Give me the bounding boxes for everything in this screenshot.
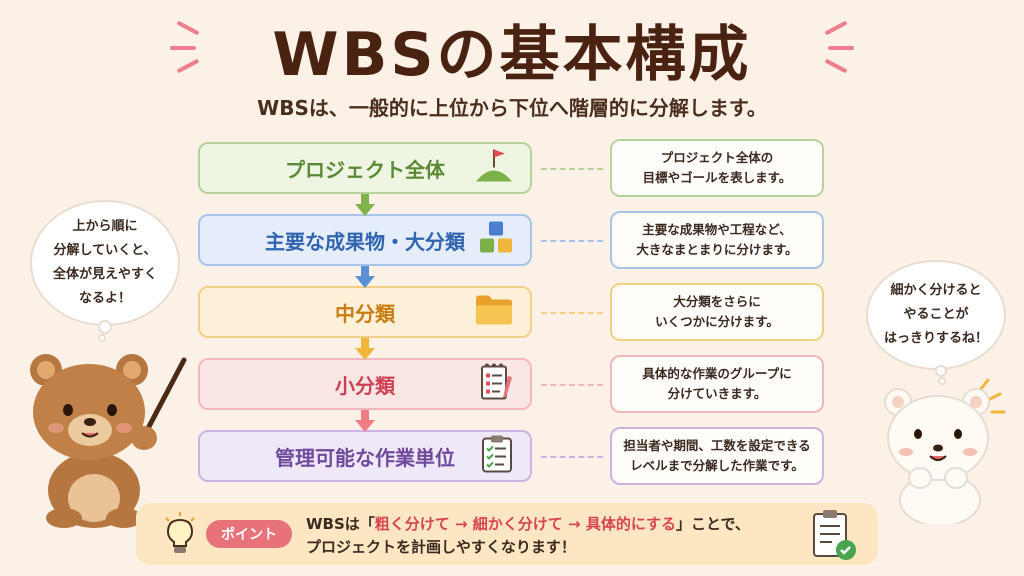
left-speech-bubble: 上から順に 分解していくと、 全体が見えやすく なるよ！ xyxy=(30,200,180,326)
page-title: WBSの基本構成 xyxy=(272,20,752,90)
brown-bear-illustration xyxy=(30,354,187,528)
bubble-tail xyxy=(98,320,112,342)
level-description: 担当者や期間、工数を設定できる レベルまで分解した作業です。 xyxy=(610,427,824,485)
down-arrow-icon xyxy=(355,266,375,288)
dashed-connector xyxy=(541,240,603,242)
level-label: 小分類 xyxy=(335,373,395,398)
down-arrow-icon xyxy=(355,194,375,216)
bubble-line: 分解していくと、 xyxy=(53,243,157,258)
description-line: 大分類をさらに xyxy=(673,294,761,309)
bubble-tail xyxy=(935,365,947,385)
description-line: プロジェクト全体の xyxy=(660,150,774,165)
description-line: レベルまで分解した作業です。 xyxy=(630,458,804,473)
description-line: 目標やゴールを表します。 xyxy=(642,170,792,185)
dashed-connector xyxy=(541,312,603,314)
folder-icon xyxy=(474,293,514,332)
clipboard-checklist-icon xyxy=(480,434,514,479)
point-badge: ポイント xyxy=(206,520,292,548)
bubble-line: 上から順に xyxy=(72,219,138,234)
level-small-category: 小分類 xyxy=(198,358,532,410)
point-text-before: WBSは「 xyxy=(306,515,375,533)
level-description: 大分類をさらに いくつかに分けます。 xyxy=(610,283,824,341)
blocks-icon xyxy=(478,220,514,261)
spark-decoration xyxy=(828,46,854,50)
point-text-line2: プロジェクトを計画しやすくなります！ xyxy=(306,538,576,556)
spark-decoration xyxy=(170,46,196,50)
dashed-connector xyxy=(541,456,603,458)
bubble-line: はっきりするね！ xyxy=(883,331,988,346)
description-line: 分けていきます。 xyxy=(667,386,767,401)
flag-on-hill-icon xyxy=(474,146,514,191)
level-description: プロジェクト全体の 目標やゴールを表します。 xyxy=(610,139,824,197)
description-line: 具体的な作業のグループに xyxy=(642,366,792,381)
notepad-icon xyxy=(478,362,514,407)
level-label: 主要な成果物・大分類 xyxy=(265,229,465,254)
down-arrow-icon xyxy=(355,338,375,360)
level-major-deliverables: 主要な成果物・大分類 xyxy=(198,214,532,266)
level-description: 主要な成果物や工程など、 大きなまとまりに分けます。 xyxy=(610,211,824,269)
level-description: 具体的な作業のグループに 分けていきます。 xyxy=(610,355,824,413)
description-line: 大きなまとまりに分けます。 xyxy=(636,242,798,257)
white-bear-illustration xyxy=(884,378,1006,524)
level-work-package: 管理可能な作業単位 xyxy=(198,430,532,482)
page-subtitle: WBSは、一般的に上位から下位へ階層的に分解します。 xyxy=(257,96,767,120)
right-speech-bubble: 細かく分けると やることが はっきりするね！ xyxy=(866,260,1006,370)
point-text-highlight: 粗く分けて → 細かく分けて → 具体的にする xyxy=(374,515,676,533)
point-text-after: 」ことで、 xyxy=(675,515,750,533)
dashed-connector xyxy=(541,384,603,386)
light-bulb-icon xyxy=(165,512,195,553)
bubble-line: なるよ！ xyxy=(78,291,131,306)
level-label: 管理可能な作業単位 xyxy=(275,445,455,470)
point-text-line1: WBSは「粗く分けて → 細かく分けて → 具体的にする」ことで、 xyxy=(306,513,750,534)
bubble-line: やることが xyxy=(903,307,969,322)
level-label: 中分類 xyxy=(335,301,395,326)
bubble-line: 細かく分けると xyxy=(890,283,982,298)
bubble-line: 全体が見えやすく xyxy=(52,267,157,282)
clipboard-check-icon xyxy=(813,510,856,560)
description-line: いくつかに分けます。 xyxy=(655,314,779,329)
description-line: 担当者や期間、工数を設定できる xyxy=(623,438,811,453)
dashed-connector xyxy=(541,168,603,170)
level-project-whole: プロジェクト全体 xyxy=(198,142,532,194)
description-line: 主要な成果物や工程など、 xyxy=(642,222,792,237)
down-arrow-icon xyxy=(355,410,375,432)
level-label: プロジェクト全体 xyxy=(285,157,445,182)
level-medium-category: 中分類 xyxy=(198,286,532,338)
